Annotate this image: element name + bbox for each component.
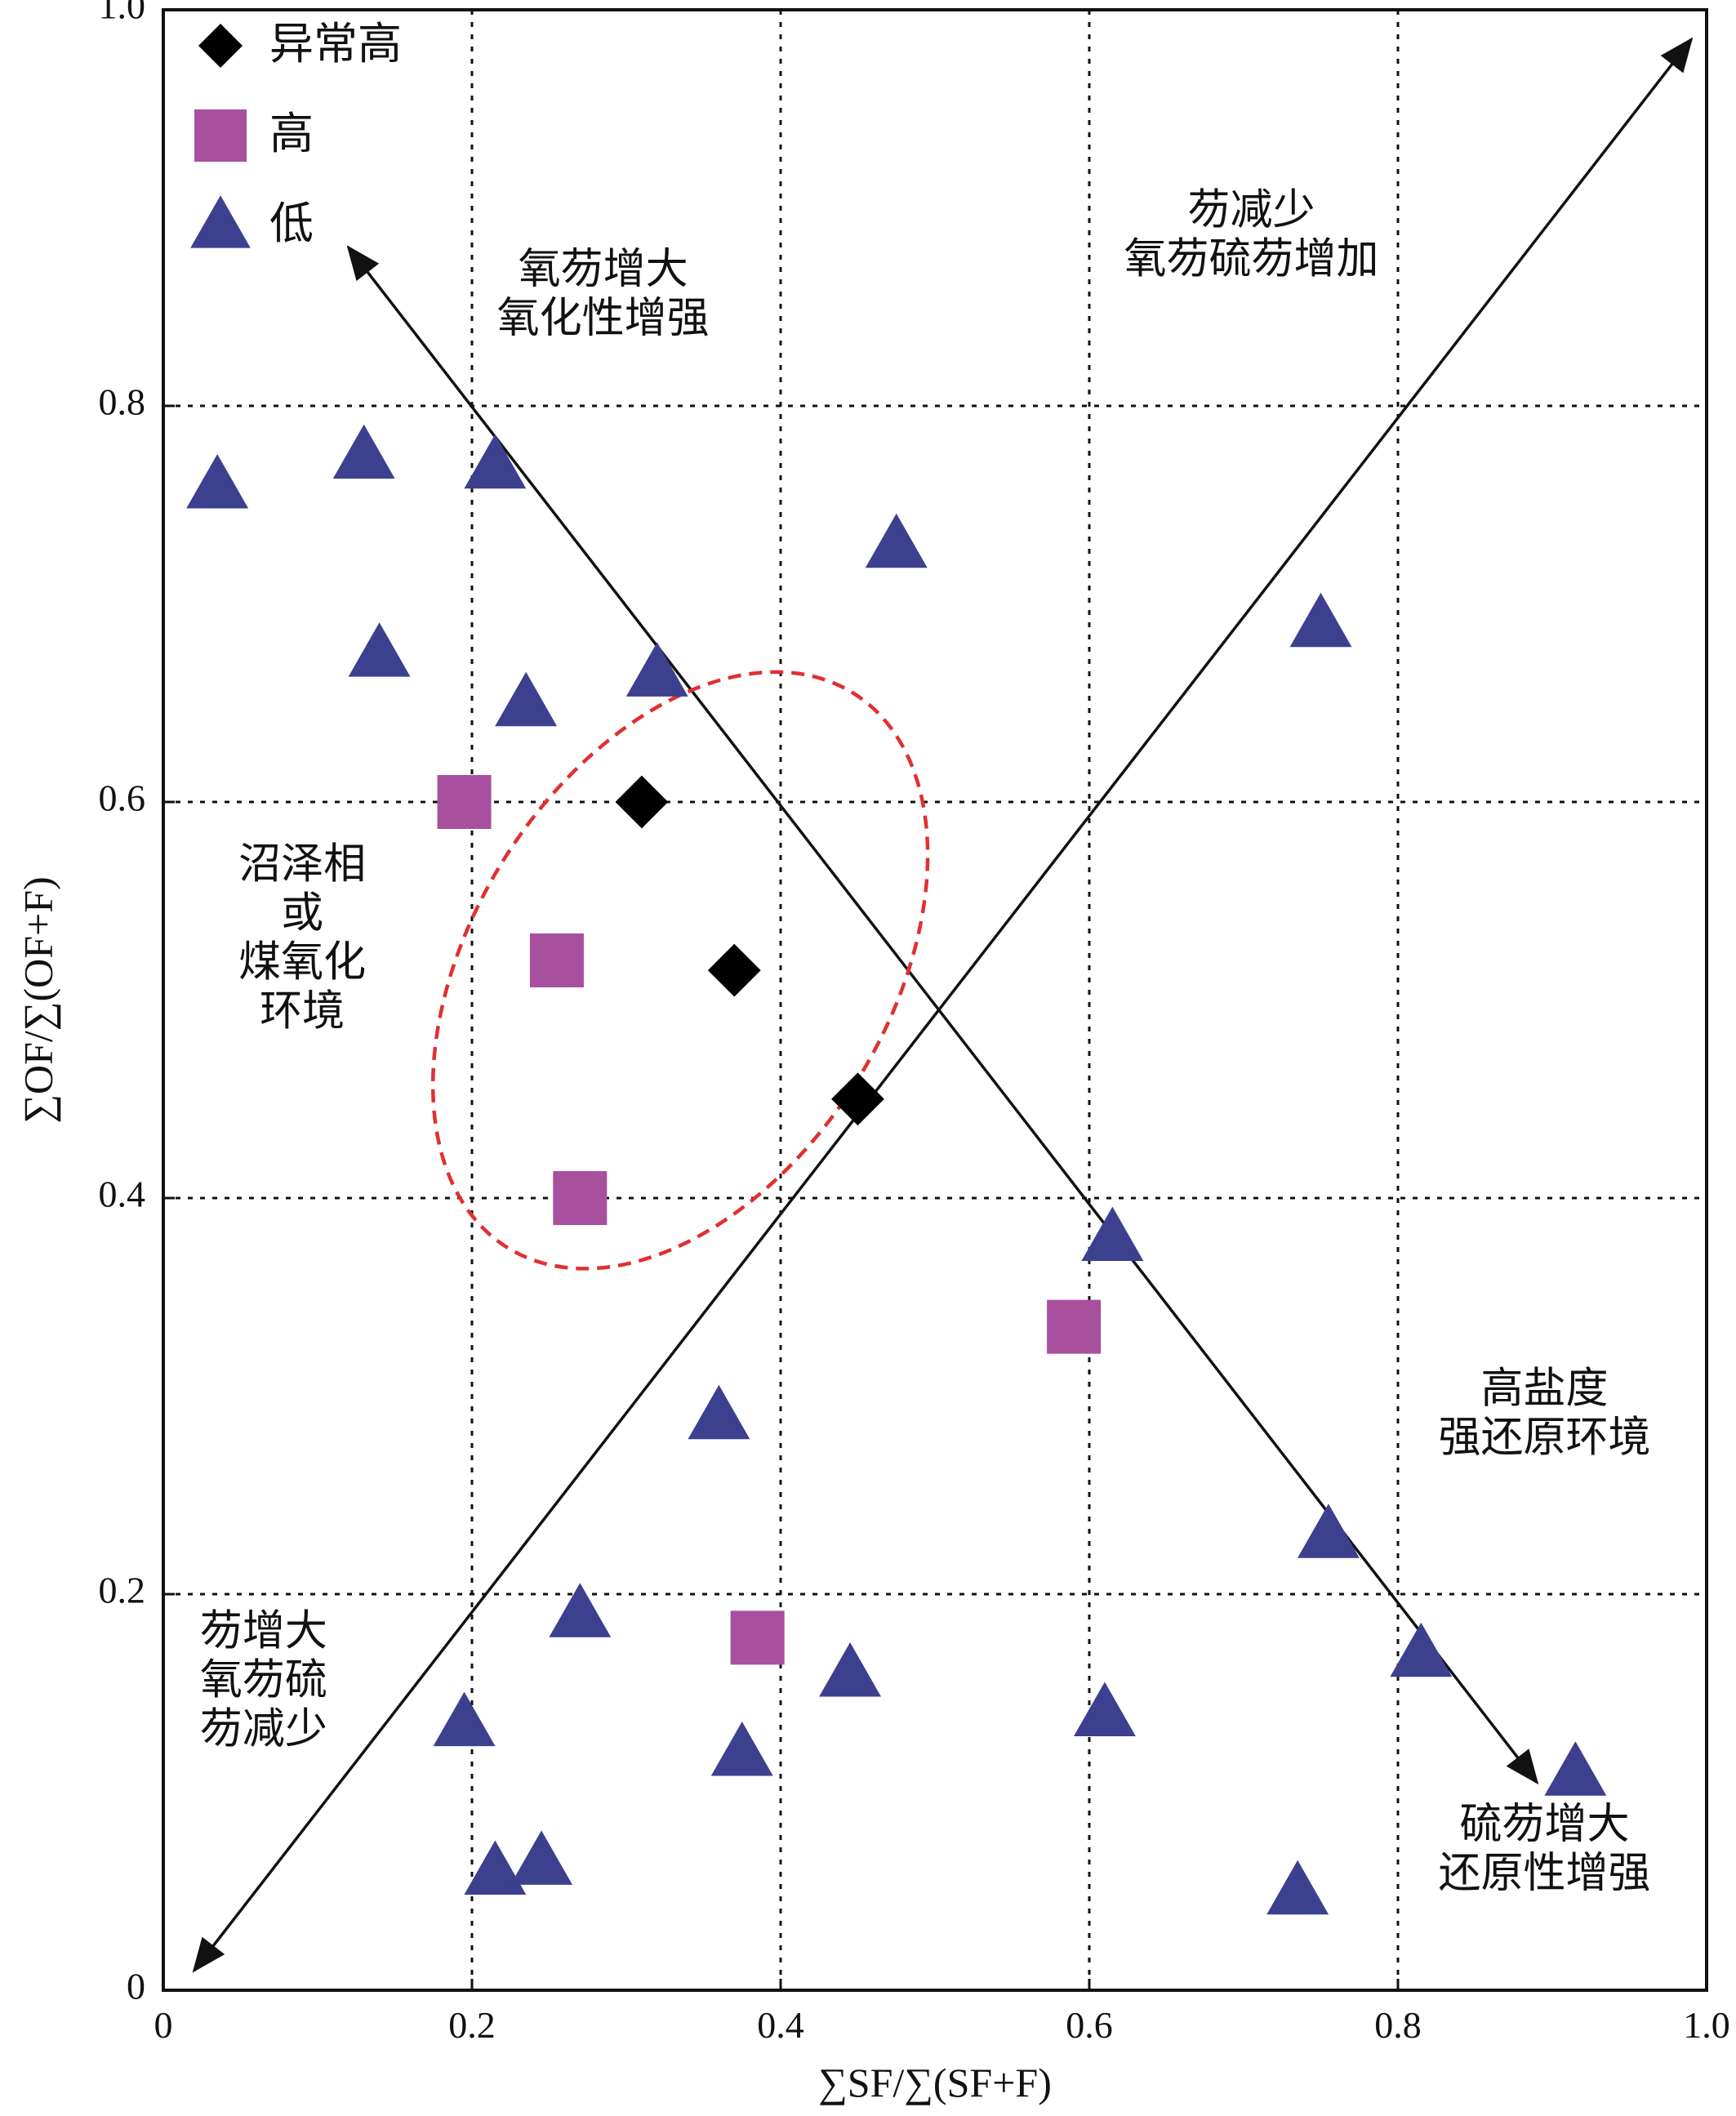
zone-label-line: 煤氧化	[238, 938, 366, 987]
legend-label: 异常高	[269, 18, 402, 69]
x-tick-label: 0.4	[757, 2004, 804, 2046]
point-triangle	[464, 1840, 527, 1895]
point-triangle	[1289, 592, 1352, 648]
y-tick-label: 0.8	[99, 381, 146, 423]
x-tick-label: 0.6	[1066, 2004, 1113, 2046]
point-triangle	[1390, 1622, 1453, 1677]
trend-arrow-1	[192, 37, 1694, 1973]
point-diamond	[707, 943, 761, 997]
zone-label-line: 氧芴增大	[519, 245, 688, 294]
point-square	[1047, 1299, 1102, 1354]
y-tick-label: 1.0	[99, 0, 146, 27]
highlight-ellipse	[430, 670, 930, 1271]
point-triangle	[1073, 1682, 1136, 1736]
zone-label-line: 高盐度	[1481, 1364, 1609, 1413]
point-triangle	[510, 1830, 572, 1885]
point-diamond	[615, 775, 669, 829]
y-axis-title: ∑OF/∑(OF+F)	[15, 876, 60, 1123]
point-triangle	[1544, 1741, 1607, 1796]
x-tick-label: 0	[154, 2004, 173, 2046]
point-square	[730, 1610, 785, 1665]
zone-label-line: 氧化性增强	[497, 294, 710, 343]
trend-arrows	[192, 37, 1694, 1973]
zone-label-line: 还原性增强	[1439, 1849, 1651, 1898]
y-tick-label: 0	[127, 1966, 145, 2007]
legend-label: 高	[269, 108, 314, 159]
point-triangle	[1266, 1860, 1329, 1915]
legend-label: 低	[269, 198, 314, 249]
legend-marker-square	[194, 109, 247, 162]
point-diamond	[831, 1072, 884, 1126]
zone-label-line: 氧芴硫芴增加	[1124, 234, 1378, 283]
zone-label-line: 沼泽相	[238, 840, 366, 889]
legend-marker-diamond	[198, 24, 243, 68]
zone-label-line: 强还原环境	[1439, 1413, 1651, 1462]
zone-labels: 氧芴增大氧化性增强芴减少氧芴硫芴增加沼泽相或煤氧化环境高盐度强还原环境芴增大氧芴…	[200, 185, 1651, 1897]
zone-label-line: 氧芴硫	[200, 1656, 327, 1705]
x-tick-label: 0.2	[448, 2004, 496, 2046]
point-triangle	[1298, 1503, 1360, 1558]
plot-frame	[162, 8, 1708, 1992]
point-triangle	[688, 1384, 750, 1440]
point-triangle	[865, 513, 928, 568]
point-triangle	[819, 1642, 881, 1697]
point-triangle	[710, 1722, 773, 1776]
axes: 0 0.2 0.4 0.6 0.8 1.0 0 0.2 0.4 0.6 0.8 1.0	[99, 0, 1730, 2046]
point-triangle	[433, 1691, 496, 1747]
zone-label-line: 硫芴增大	[1460, 1800, 1630, 1849]
point-square	[553, 1171, 608, 1225]
point-triangle	[348, 622, 411, 677]
legend-marker-triangle	[190, 195, 251, 248]
zone-label-line: 环境	[260, 987, 345, 1036]
zone-label-line: 芴减少	[200, 1705, 327, 1754]
point-triangle	[625, 642, 688, 697]
x-tick-label: 1.0	[1683, 2004, 1730, 2046]
point-triangle	[464, 434, 527, 489]
y-tick-label: 0.6	[99, 777, 146, 819]
highlight-ellipse-group	[430, 670, 930, 1271]
trend-arrow-2	[346, 245, 1539, 1785]
point-triangle	[332, 424, 395, 479]
point-square	[437, 775, 492, 829]
zone-label-line: 芴增大	[200, 1607, 327, 1656]
x-tick-label: 0.8	[1374, 2004, 1422, 2046]
y-tick-label: 0.2	[99, 1570, 146, 1611]
point-square	[529, 933, 584, 987]
point-triangle	[495, 671, 558, 727]
zone-label-line: 芴减少	[1187, 185, 1315, 234]
point-triangle	[549, 1583, 612, 1637]
point-triangle	[1081, 1206, 1144, 1261]
zone-label-line: 或	[281, 889, 323, 938]
point-triangle	[186, 454, 249, 509]
y-tick-label: 0.4	[99, 1174, 146, 1215]
data-points	[186, 424, 1607, 1915]
x-axis-title: ∑SF/∑(SF+F)	[818, 2060, 1052, 2105]
